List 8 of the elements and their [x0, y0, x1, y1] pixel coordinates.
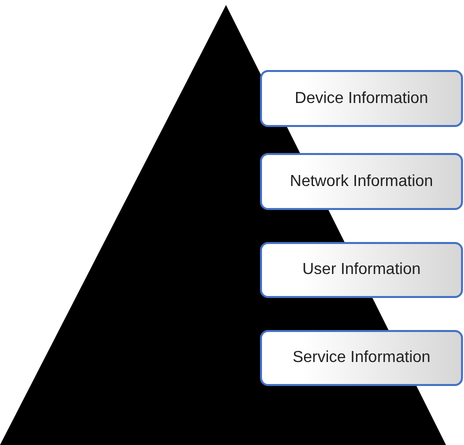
label-box: [260, 242, 463, 298]
label-box: [260, 153, 463, 210]
box-label: User Information: [302, 261, 421, 279]
label-box: [260, 70, 463, 127]
box-label: Service Information: [292, 349, 430, 367]
label-box: [260, 330, 463, 386]
box-label: Device Information: [294, 90, 428, 108]
box-label: Network Information: [290, 172, 434, 190]
